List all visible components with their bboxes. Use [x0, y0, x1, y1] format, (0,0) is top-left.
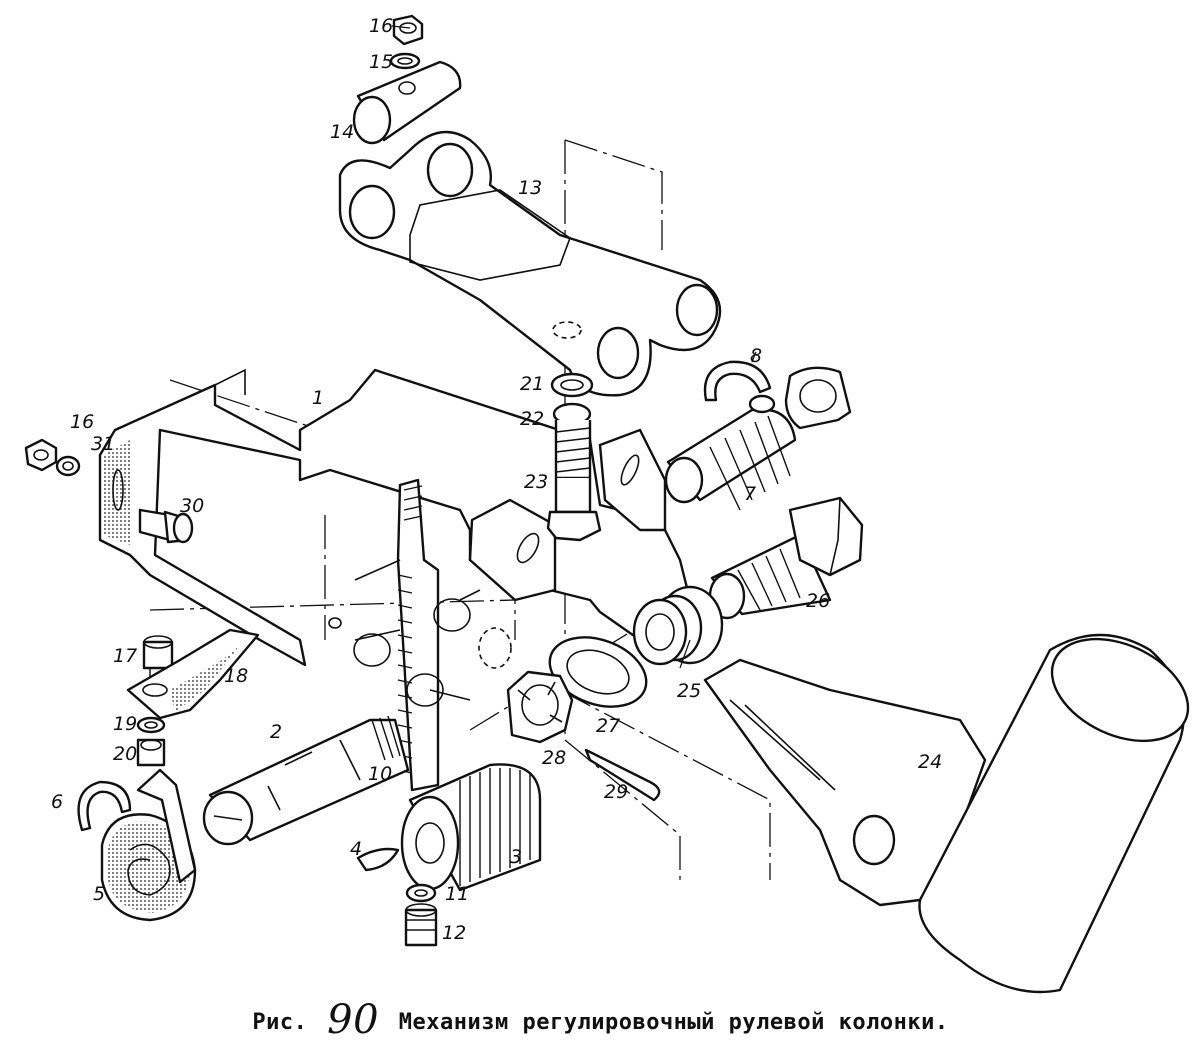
part-27-washer: [548, 636, 648, 708]
figure-caption: Рис. 90 Механизм регулировочный рулевой …: [0, 997, 1201, 1043]
part-14-sleeve: [352, 60, 462, 145]
part-12-nut: [404, 903, 438, 947]
callout-26: 26: [806, 590, 830, 612]
callout-19: 19: [113, 713, 137, 735]
part-30-bolt: [138, 508, 194, 544]
callout-16-top: 16: [369, 15, 393, 37]
callout-15: 15: [369, 51, 393, 73]
part-4-key: [356, 847, 400, 872]
part-29-cotter-pin: [584, 748, 661, 802]
part-3-splined-bushing: [400, 763, 542, 892]
callout-17: 17: [113, 645, 137, 667]
callout-30: 30: [180, 495, 204, 517]
part-2-shaft: [202, 715, 410, 846]
callout-2: 2: [270, 721, 282, 743]
part-31-washer: [55, 455, 81, 477]
callout-29: 29: [604, 781, 628, 803]
part-18-bracket: [126, 628, 260, 720]
callout-27: 27: [596, 715, 620, 737]
caption-prefix: Рис.: [252, 1010, 308, 1035]
callout-25: 25: [677, 680, 701, 702]
callout-31: 31: [91, 433, 115, 455]
callout-16-left: 16: [70, 411, 94, 433]
callout-13: 13: [518, 177, 542, 199]
part-8-retaining-ring: [703, 360, 852, 430]
part-6-snap-ring: [77, 780, 132, 832]
part-20-nut: [136, 738, 166, 767]
part-24-column-clamp: [703, 633, 1190, 994]
part-21-washer: [550, 372, 594, 398]
callout-11: 11: [445, 883, 469, 905]
exploded-parts-diagram: 16 15 14 13 8 1 21 22 23 7 16 31 30 26 2…: [24, 14, 1190, 994]
callout-20: 20: [113, 743, 137, 765]
callout-24: 24: [918, 751, 942, 773]
part-13-bracket: [338, 130, 722, 397]
caption-figure-number: 90: [327, 997, 380, 1043]
callouts: 16 15 14 13 8 1 21 22 23 7 16 31 30 26 2…: [51, 15, 942, 944]
callout-4: 4: [350, 838, 362, 860]
callout-23: 23: [524, 471, 548, 493]
callout-6: 6: [51, 791, 63, 813]
callout-22: 22: [520, 408, 544, 430]
part-28-castle-nut: [506, 670, 574, 744]
callout-14: 14: [330, 121, 354, 143]
part-26-bolt: [708, 496, 864, 620]
callout-28: 28: [542, 747, 566, 769]
caption-title: Механизм регулировочный рулевой колонки.: [398, 1010, 949, 1035]
callout-10: 10: [368, 763, 392, 785]
part-19-washer: [136, 716, 166, 734]
part-5-spiral-spring: [100, 768, 197, 922]
callout-1: 1: [312, 387, 324, 409]
part-23-bolt: [546, 478, 602, 542]
callout-21: 21: [520, 373, 544, 395]
part-22-spring: [552, 402, 592, 480]
part-11-washer: [405, 883, 437, 903]
callout-7: 7: [744, 483, 756, 505]
callout-12: 12: [442, 922, 466, 944]
part-10-rack-shaft: [353, 478, 512, 792]
part-1-plate: [98, 368, 692, 667]
callout-18: 18: [224, 665, 248, 687]
part-16-nut-top: [392, 14, 424, 46]
part-15-washer: [389, 52, 421, 70]
part-16-nut-left: [24, 438, 58, 472]
callout-5: 5: [93, 883, 105, 905]
part-7-splined-pin: [664, 394, 797, 511]
callout-3: 3: [510, 846, 522, 868]
callout-8: 8: [750, 345, 762, 367]
